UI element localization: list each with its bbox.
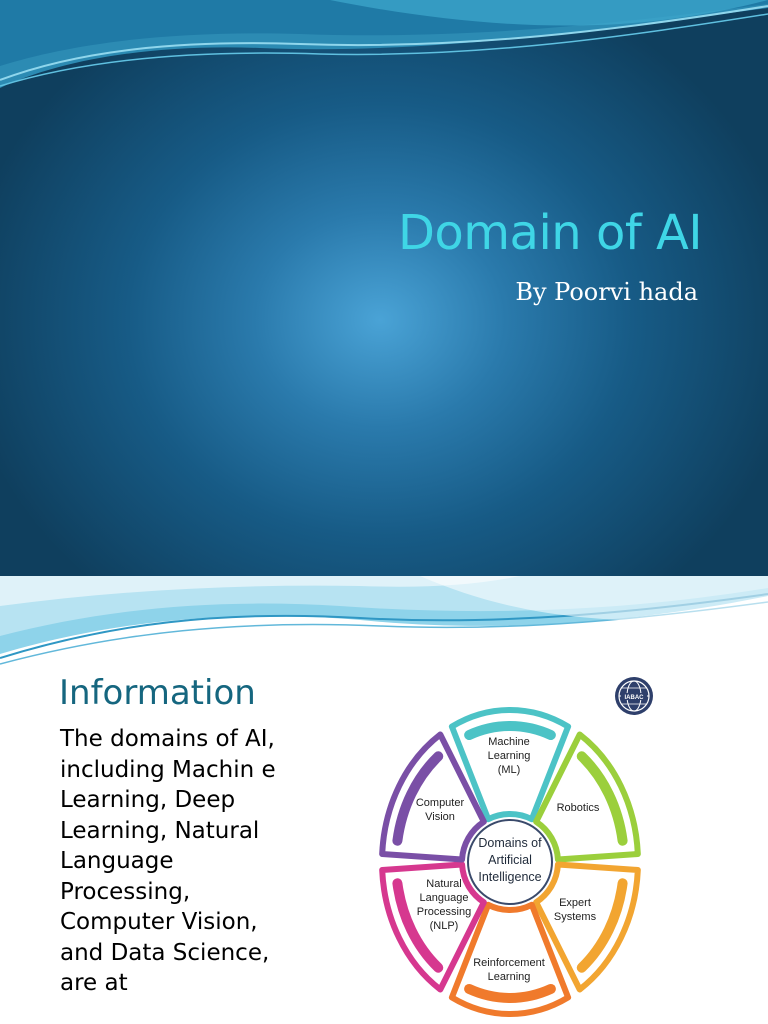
ai-domains-diagram: Domains of Artificial Intelligence Machi… [372,666,672,1024]
segment-label-machine-learning: Machine Learning (ML) [487,736,531,776]
diagram-center-label: Domains of Artificial Intelligence [478,836,542,884]
segment-label-robotics: Robotics [556,802,600,814]
top-wave-decoration [0,0,768,88]
segment-accent-computer-vision [392,751,444,846]
segment-label-nlp: Natural Language Processing (NLP) [416,878,472,932]
segment-accent-nlp [392,878,444,973]
diagram-center-circle [467,819,553,905]
segment-label-reinforcement-learning: Reinforcement Learning [473,957,545,983]
slide-subtitle: By Poorvi hada [515,278,698,306]
segment-accent-expert-systems [576,878,628,973]
iabac-logo: IABAC [615,677,653,715]
segment-machine-learning [448,707,572,823]
slide-heading: Information [59,673,256,713]
slide-title: Domain of AI [397,205,703,261]
segment-label-expert-systems: Expert Systems [553,897,597,923]
segment-accent-robotics [576,751,628,846]
slide-body-text: The domains of AI, including Machin e Le… [60,726,276,996]
logo-text: IABAC [625,695,645,701]
title-slide: Domain of AI By Poorvi hada [0,0,768,576]
information-slide: Information The domains of AI, including… [0,576,768,1024]
segment-accent-machine-learning [464,721,556,741]
segment-robotics [533,731,641,863]
segment-label-computer-vision: Computer Vision [415,797,465,823]
segment-nlp [379,861,487,993]
segment-reinforcement-learning [448,901,572,1017]
top-wave-decoration [0,576,768,665]
segment-accent-reinforcement-learning [464,983,556,1003]
domains-wheel [379,707,641,1017]
segment-expert-systems [533,861,641,993]
segment-computer-vision [379,731,487,863]
